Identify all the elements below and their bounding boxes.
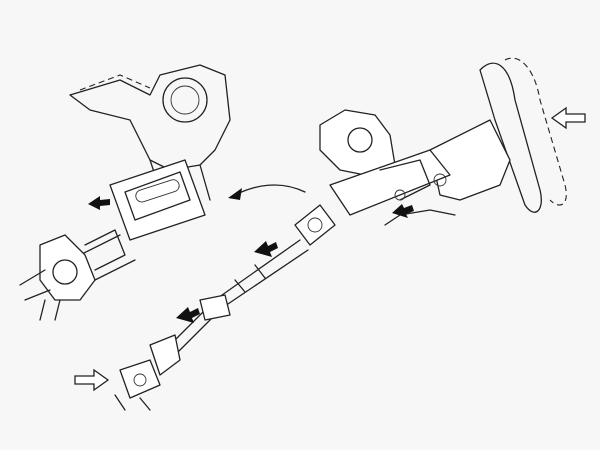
direction-arrow-icon-shaft-lower [176, 307, 200, 323]
detail-view-universal-joint [19, 229, 126, 321]
detail-view-slider [59, 159, 206, 291]
curved-arrow-head [228, 188, 242, 200]
direction-arrow-icon-detail [88, 196, 110, 210]
steering-wheel [429, 57, 567, 213]
direction-arrow-icon-column [392, 204, 414, 218]
push-arrow-icon-left [74, 368, 110, 392]
curved-arrow-icon [234, 184, 306, 196]
direction-arrow-icon-shaft-upper [254, 241, 278, 257]
upper-column-bracket [319, 109, 456, 226]
lower-universal-joint [114, 334, 181, 411]
intermediate-shaft [169, 204, 336, 353]
push-arrow-icon-right [550, 106, 586, 130]
